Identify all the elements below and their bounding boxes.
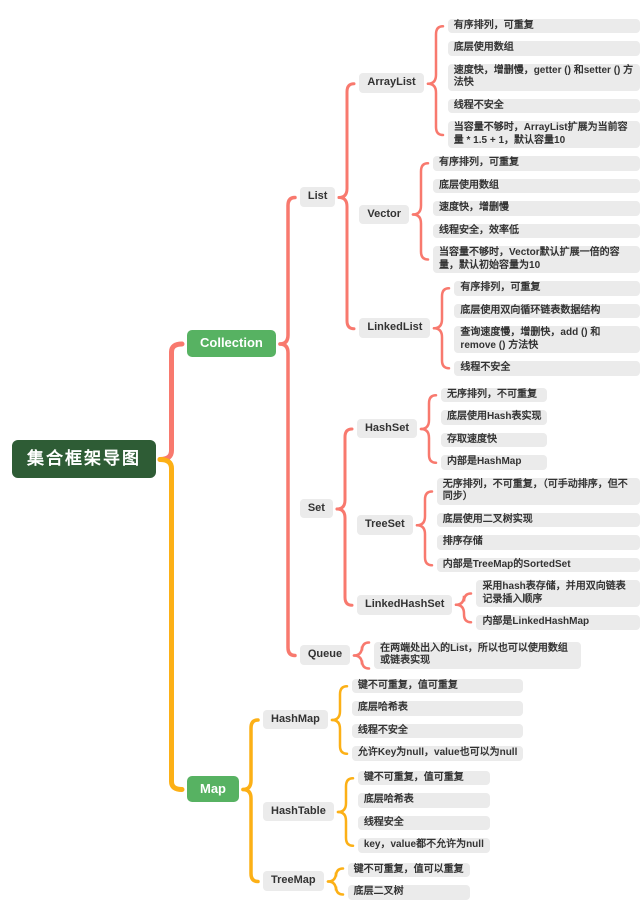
leaf-note: 内部是HashMap (441, 455, 548, 470)
topic-set: Set (299, 498, 333, 519)
hashtable-brace (336, 771, 356, 853)
vector-brace (411, 156, 431, 273)
linkedlist-row: LinkedList 有序排列，可重复 底层使用双向循环链表数据结构 查询速度慢… (359, 281, 640, 376)
linkedhashset-leaves: 采用hash表存储，并用双向链表记录插入顺序 内部是LinkedHashMap (476, 580, 640, 630)
leaf-note: 内部是LinkedHashMap (476, 615, 640, 630)
leaf-note: 无序排列，不可重复，（可手动排序，但不同步） (436, 477, 640, 505)
leaf-note: 线程不安全 (454, 361, 640, 376)
vector-row: Vector 有序排列，可重复 底层使用数组 速度快，增删慢 线程安全，效率低 … (359, 156, 640, 273)
leaf-note: key，value都不允许为null (357, 838, 490, 853)
leaf-note: 有序排列，可重复 (447, 18, 640, 33)
leaf-note: 底层使用双向循环链表数据结构 (454, 303, 640, 318)
leaf-note: 线程不安全 (351, 723, 524, 738)
leaf-note: 键不可重复，值可重复 (357, 770, 490, 785)
leaf-note: 排序存储 (436, 535, 640, 550)
list-brace (337, 19, 357, 376)
leaf-note: 内部是TreeMap的SortedSet (436, 557, 640, 572)
leaf-note: 键不可重复，值可重复 (351, 678, 524, 693)
treeset-leaves: 无序排列，不可重复，（可手动排序，但不同步） 底层使用二叉树实现 排序存储 内部… (436, 477, 640, 572)
hashset-leaves: 无序排列，不可重复 底层使用Hash表实现 存取速度快 内部是HashMap (441, 387, 548, 470)
leaf-note: 底层二叉树 (347, 885, 470, 900)
root-children: Collection List ArrayList 有序排列，可重复 (187, 18, 640, 900)
treeset-row: TreeSet 无序排列，不可重复，（可手动排序，但不同步） 底层使用二叉树实现… (356, 477, 640, 573)
set-brace (335, 388, 355, 630)
set-row: Set HashSet 无序排列，不可重复 底层使用Hash表实现 存取速度快 (299, 387, 640, 630)
topic-map: Map (187, 775, 239, 803)
leaf-note: 底层使用数组 (433, 178, 640, 193)
topic-hashmap: HashMap (263, 709, 328, 730)
leaf-note: 在两端处出入的List，所以也可以使用数组或链表实现 (374, 641, 582, 669)
root-row: 集合框架导图 Collection List ArrayList (12, 18, 640, 900)
leaf-note: 底层使用Hash表实现 (441, 410, 548, 425)
root-topic: 集合框架导图 (12, 440, 156, 478)
leaf-note: 线程安全 (357, 815, 490, 830)
leaf-note: 线程安全，效率低 (433, 223, 640, 238)
leaf-note: 有序排列，可重复 (433, 156, 640, 171)
leaf-note: 当容量不够时，Vector默认扩展一倍的容量，默认初始容量为10 (433, 246, 640, 273)
collection-children: List ArrayList 有序排列，可重复 底层使用数组 速度快，增删慢，g… (299, 18, 640, 670)
linkedhashset-brace (454, 580, 474, 630)
hashmap-brace (330, 679, 350, 761)
topic-treeset: TreeSet (356, 514, 413, 535)
topic-linkedhashset: LinkedHashSet (356, 594, 453, 615)
linkedlist-leaves: 有序排列，可重复 底层使用双向循环链表数据结构 查询速度慢，增删快，add ()… (454, 281, 640, 376)
arraylist-leaves: 有序排列，可重复 底层使用数组 速度快，增删慢，getter () 和sette… (447, 18, 640, 148)
leaf-note: 速度快，增删慢 (433, 201, 640, 216)
arraylist-row: ArrayList 有序排列，可重复 底层使用数组 速度快，增删慢，getter… (359, 18, 640, 149)
treemap-leaves: 键不可重复，值可以重复 底层二叉树 (347, 862, 470, 900)
list-row: List ArrayList 有序排列，可重复 底层使用数组 速度快，增删慢，g… (299, 18, 640, 376)
treemap-brace (326, 863, 346, 900)
treemap-row: TreeMap 键不可重复，值可以重复 底层二叉树 (263, 862, 523, 900)
topic-queue: Queue (299, 645, 351, 665)
map-row: Map HashMap 键不可重复，值可重复 底层哈希表 线程不安全 允许Key… (187, 678, 640, 900)
leaf-note: 底层哈希表 (351, 701, 524, 716)
topic-vector: Vector (359, 204, 410, 225)
topic-list: List (299, 187, 336, 207)
topic-hashtable: HashTable (263, 801, 334, 822)
leaf-note: 采用hash表存储，并用双向链表记录插入顺序 (476, 580, 640, 607)
leaf-note: 底层使用二叉树实现 (436, 512, 640, 527)
leaf-note: 无序排列，不可重复 (441, 387, 548, 402)
linkedhashset-row: LinkedHashSet 采用hash表存储，并用双向链表记录插入顺序 内部是… (356, 580, 640, 630)
leaf-note: 存取速度快 (441, 432, 548, 447)
topic-collection: Collection (187, 330, 276, 357)
map-brace (241, 679, 261, 900)
leaf-note: 当容量不够时，ArrayList扩展为当前容量 * 1.5 + 1，默认容量10 (447, 121, 640, 148)
hashmap-row: HashMap 键不可重复，值可重复 底层哈希表 线程不安全 允许Key为nul… (263, 678, 524, 761)
list-children: ArrayList 有序排列，可重复 底层使用数组 速度快，增删慢，getter… (359, 18, 640, 376)
topic-linkedlist: LinkedList (359, 318, 431, 339)
topic-hashset: HashSet (356, 418, 417, 439)
set-children: HashSet 无序排列，不可重复 底层使用Hash表实现 存取速度快 内部是H… (356, 387, 640, 630)
queue-leaves: 在两端处出入的List，所以也可以使用数组或链表实现 (374, 641, 582, 669)
leaf-note: 线程不安全 (447, 98, 640, 113)
hashmap-leaves: 键不可重复，值可重复 底层哈希表 线程不安全 允许Key为null，value也… (351, 678, 524, 761)
linkedlist-brace (432, 281, 452, 376)
leaf-note: 速度快，增删慢，getter () 和setter () 方法快 (447, 63, 640, 91)
topic-treemap: TreeMap (263, 871, 324, 891)
root-brace (157, 19, 185, 900)
topic-arraylist: ArrayList (359, 73, 424, 94)
leaf-note: 查询速度慢，增删快，add () 和remove () 方法快 (454, 326, 640, 353)
collection-brace (278, 19, 298, 669)
leaf-note: 有序排列，可重复 (454, 281, 640, 296)
treeset-brace (415, 478, 435, 573)
hashset-brace (419, 388, 439, 470)
leaf-note: 键不可重复，值可以重复 (347, 862, 470, 877)
vector-leaves: 有序排列，可重复 底层使用数组 速度快，增删慢 线程安全，效率低 当容量不够时，… (433, 156, 640, 273)
hashtable-row: HashTable 键不可重复，值可重复 底层哈希表 线程安全 key，valu… (263, 770, 523, 853)
collection-row: Collection List ArrayList 有序排列，可重复 (187, 18, 640, 670)
leaf-note: 允许Key为null，value也可以为null (351, 746, 524, 761)
queue-brace (352, 640, 372, 670)
leaf-note: 底层使用数组 (447, 41, 640, 56)
map-children: HashMap 键不可重复，值可重复 底层哈希表 线程不安全 允许Key为nul… (263, 678, 524, 900)
queue-row: Queue 在两端处出入的List，所以也可以使用数组或链表实现 (299, 640, 640, 670)
hashset-row: HashSet 无序排列，不可重复 底层使用Hash表实现 存取速度快 内部是H… (356, 387, 640, 470)
leaf-note: 底层哈希表 (357, 793, 490, 808)
hashtable-leaves: 键不可重复，值可重复 底层哈希表 线程安全 key，value都不允许为null (357, 770, 490, 853)
arraylist-brace (426, 19, 446, 149)
